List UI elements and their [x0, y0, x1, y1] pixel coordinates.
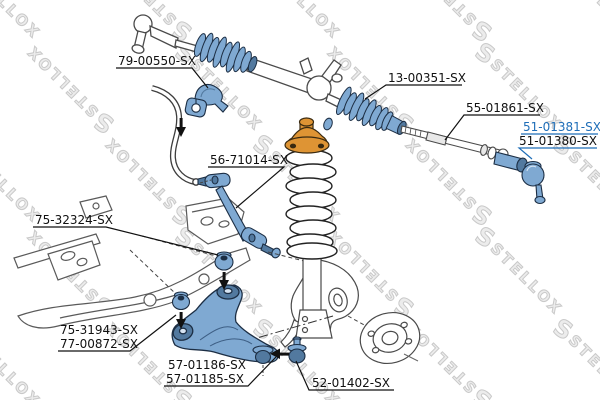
- install-arrow-down-stabilizer: [176, 118, 186, 137]
- part-number-link[interactable]: 56-71014-SX: [210, 153, 288, 167]
- callout-line: [364, 84, 462, 100]
- callout-stab-clamp: 79-00550-SX: [116, 54, 209, 89]
- callout-line: [58, 314, 177, 352]
- callout-line: [208, 166, 286, 209]
- callout-tie-rod-end-highlighted: 51-01381-SX: [521, 120, 600, 135]
- assembly-dash-link-bottom: [267, 251, 317, 265]
- install-arrow-down-rear-bushing: [219, 272, 229, 290]
- part-number-link[interactable]: 75-32324-SX: [35, 213, 113, 227]
- part-number-link[interactable]: 77-00872-SX: [60, 337, 138, 351]
- tie-rod-end: [493, 151, 546, 205]
- assembly-dash-hub: [347, 315, 367, 327]
- callout-arm-bushing-front: 75-31943-SX 77-00872-SX: [58, 314, 177, 352]
- rack-boot-installed: [193, 32, 258, 73]
- part-number-link[interactable]: 79-00550-SX: [118, 54, 196, 68]
- callout-line: [33, 226, 219, 256]
- wheel-hub: [359, 312, 421, 364]
- assembly-dash-subframe-rear: [141, 235, 217, 257]
- stabilizer-bushing: [184, 97, 208, 118]
- callout-control-arm: 57-01186-SX 57-01185-SX: [164, 356, 277, 387]
- section-dashdot-line: [256, 315, 334, 339]
- inner-tie-rod: [400, 125, 509, 160]
- part-number-link-selected[interactable]: 51-01381-SX: [523, 120, 600, 134]
- assembly-dash-link-top: [199, 179, 212, 184]
- callout-line: [164, 356, 277, 387]
- callout-tie-rod-end: 51-01380-SX: [517, 134, 597, 160]
- callout-arm-bushing-rear: 75-32324-SX: [33, 213, 219, 256]
- coil-spring: [285, 149, 338, 260]
- strut-top-mount: [284, 117, 330, 154]
- callouts: 79-00550-SX 13-00351-SX 55-01861-SX 51-0…: [33, 54, 600, 391]
- callout-stab-link: 56-71014-SX: [208, 153, 288, 209]
- callout-ball-joint: 52-01402-SX: [295, 360, 394, 391]
- part-number-link[interactable]: 55-01861-SX: [466, 101, 544, 115]
- part-number-link[interactable]: 52-01402-SX: [312, 376, 390, 390]
- callout-inner-tie-rod: 55-01861-SX: [444, 101, 544, 141]
- part-number-link[interactable]: 51-01380-SX: [519, 134, 597, 148]
- install-arrow-left-balljoint: [270, 348, 289, 359]
- install-arrow-down-front-bushing: [176, 312, 186, 329]
- hub-pointer-line: [403, 353, 419, 362]
- callout-boot: 13-00351-SX: [364, 71, 466, 100]
- control-arm: [171, 284, 279, 363]
- part-number-link[interactable]: 13-00351-SX: [388, 71, 466, 85]
- boot-clip: [323, 117, 333, 131]
- part-number-link[interactable]: 57-01186-SX: [168, 358, 246, 372]
- part-number-link[interactable]: 75-31943-SX: [60, 323, 138, 337]
- part-number-link[interactable]: 57-01185-SX: [166, 372, 244, 386]
- stabilizer-link: [197, 172, 281, 259]
- assembly-dash-subframe-front: [129, 249, 178, 296]
- arm-bushing-front-part: [171, 291, 191, 311]
- callout-line: [295, 360, 394, 391]
- ball-joint-arm-end: [252, 345, 274, 365]
- callout-line: [444, 114, 540, 141]
- steering-boot-exploded: [336, 86, 407, 135]
- ball-joint-exploded: [287, 336, 307, 364]
- callout-line: [116, 67, 209, 89]
- callout-line: [517, 147, 597, 160]
